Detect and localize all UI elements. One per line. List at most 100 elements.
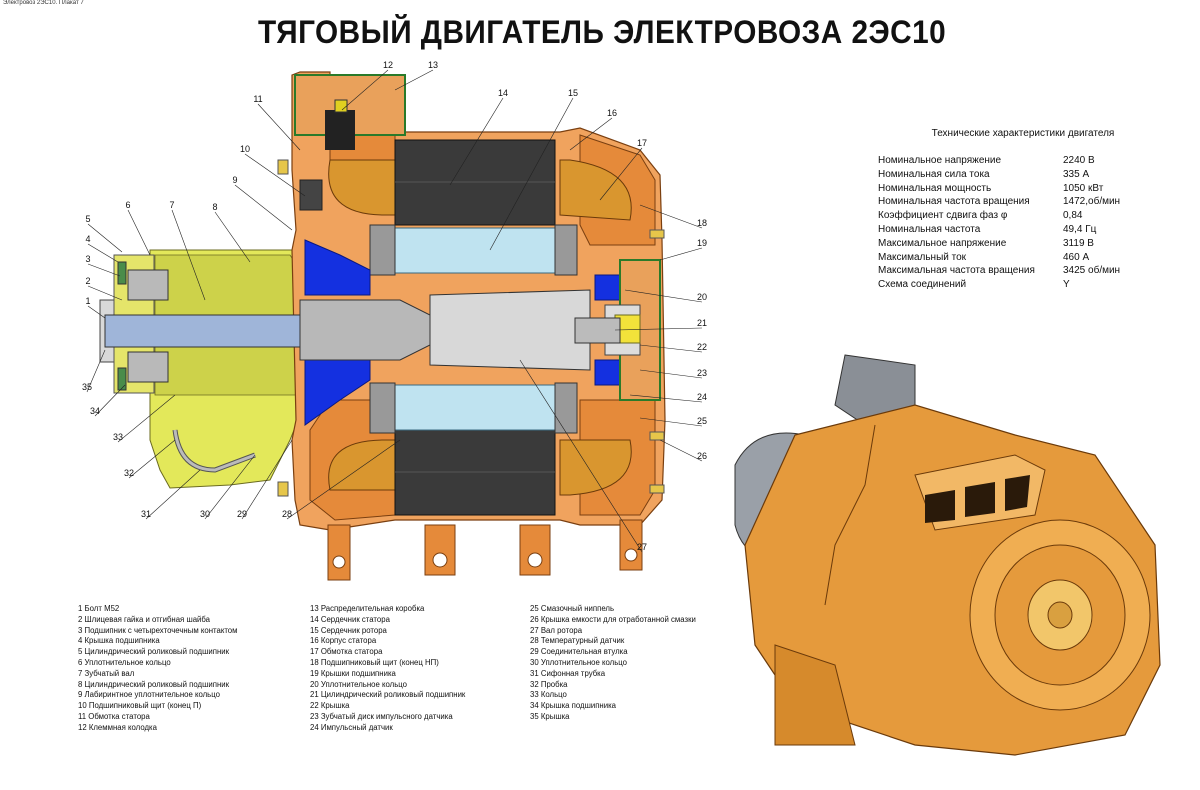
callout-number: 28 — [282, 509, 292, 519]
callout-number: 6 — [125, 200, 130, 210]
motor-3d-render — [734, 354, 1161, 756]
callout-number: 25 — [697, 416, 707, 426]
leader-line — [241, 439, 293, 520]
callout-number: 31 — [141, 509, 151, 519]
legend-item: 2 Шлицевая гайка и отгибная шайба — [78, 614, 211, 624]
leader-line — [171, 209, 206, 301]
housing-bolts — [277, 159, 665, 497]
callout-number: 8 — [212, 202, 217, 212]
legend-item: 20 Уплотнительное кольцо — [310, 679, 408, 689]
page-title: ТЯГОВЫЙ ДВИГАТЕЛЬ ЭЛЕКТРОВОЗА 2ЭС10 — [258, 14, 947, 50]
spec-value: 335 А — [1063, 168, 1090, 180]
legend-item: 13 Распределительная коробка — [310, 604, 425, 613]
leader-line — [659, 439, 703, 462]
callout-number: 24 — [697, 392, 707, 402]
legend-item: 11 Обмотка статора — [78, 711, 150, 721]
callout-number: 30 — [200, 509, 210, 519]
spec-value: 3425 об/мин — [1063, 265, 1121, 277]
legend-item: 1 Болт М52 — [78, 604, 120, 613]
legend-item: 33 Кольцо — [530, 690, 567, 700]
legend-item: 30 Уплотнительное кольцо — [530, 657, 628, 667]
spec-name: Номинальная частота вращения — [878, 196, 1030, 208]
legend-item: 6 Уплотнительное кольцо — [78, 657, 171, 667]
callout-number: 2 — [85, 276, 90, 286]
stator-core — [394, 139, 556, 516]
legend-item: 17 Обмотка статора — [310, 647, 383, 657]
spec-name: Номинальное напряжение — [878, 155, 1002, 166]
leader-line — [145, 469, 201, 520]
poster-corner-label: Электровоз 2ЭС10. Плакат 7 — [3, 0, 84, 6]
legend-item: 18 Подшипниковый щит (конец НП) — [310, 657, 439, 667]
spec-value: 1472,об/мин — [1063, 196, 1121, 208]
callout-number: 33 — [113, 432, 123, 442]
callout-number: 21 — [697, 318, 707, 328]
leader-line — [87, 263, 121, 277]
legend-item: 5 Цилиндрический роликовый подшипник — [78, 647, 230, 657]
spec-value: 1050 кВт — [1063, 182, 1104, 194]
spec-name: Номинальная сила тока — [878, 168, 990, 180]
leader-line — [519, 359, 643, 553]
legend-item: 8 Цилиндрический роликовый подшипник — [78, 679, 230, 689]
leader-line — [234, 184, 293, 231]
spec-value: 2240 В — [1063, 155, 1095, 166]
legend-item: 31 Сифонная трубка — [530, 668, 606, 678]
leader-line — [659, 247, 703, 261]
leader-line — [86, 349, 106, 393]
spec-value: 460 А — [1063, 251, 1090, 263]
legend-item: 21 Цилиндрический роликовый подшипник — [310, 690, 466, 700]
callout-number: 3 — [85, 254, 90, 264]
leader-line — [639, 417, 703, 427]
spec-row: Номинальное напряжение 2240 В — [878, 154, 1178, 168]
leader-line — [286, 439, 401, 520]
legend-item: 34 Крышка подшипника — [530, 701, 617, 711]
legend-item: 26 Крышка емкости для отработанной смазк… — [530, 614, 696, 624]
rotor-shaft — [104, 289, 621, 371]
leader-line — [257, 103, 301, 151]
leader-line — [94, 384, 126, 417]
spec-name: Максимальное напряжение — [878, 237, 1007, 249]
leader-line — [489, 97, 574, 251]
legend-item: 4 Крышка подшипника — [78, 636, 160, 646]
legend-item: 28 Температурный датчик — [530, 636, 625, 646]
leader-line — [341, 69, 389, 111]
leader-line — [639, 344, 703, 353]
legend-item: 32 Пробка — [530, 679, 568, 689]
legend-item: 3 Подшипник с четырехточечным контактом — [78, 625, 238, 635]
leader-line — [128, 439, 176, 479]
callout-number: 34 — [90, 406, 100, 416]
spec-name: Номинальная частота — [878, 223, 981, 235]
spec-row: Номинальная сила тока 335 А — [878, 168, 1178, 182]
spec-name: Максимальный ток — [878, 251, 967, 263]
leader-line — [214, 211, 251, 263]
leader-line — [87, 305, 106, 319]
callout-number: 5 — [85, 214, 90, 224]
callout-number: 18 — [697, 218, 707, 228]
spec-row: Максимальный ток 460 А — [878, 251, 1178, 265]
legend-item: 22 Крышка — [310, 701, 350, 711]
legend-item: 16 Корпус статора — [310, 636, 377, 646]
legend-item: 24 Импульсный датчик — [310, 722, 393, 732]
spec-value: Y — [1063, 279, 1070, 291]
leader-line — [127, 209, 151, 256]
technical-specs-table: Технические характеристики двигателя Ном… — [878, 128, 1178, 292]
legend-item: 23 Зубчатый диск импульсного датчика — [310, 711, 453, 721]
specs-rows: Номинальное напряжение 2240 В Номинальная … — [878, 154, 1178, 292]
leader-line — [87, 285, 123, 301]
legend-item: 35 Крышка — [530, 711, 570, 721]
leader-line — [449, 97, 504, 186]
callout-number: 4 — [85, 234, 90, 244]
callout-number: 15 — [568, 88, 578, 98]
leader-line — [394, 69, 434, 91]
callout-number: 10 — [240, 144, 250, 154]
callout-number: 22 — [697, 342, 707, 352]
legend-item: 9 Лабиринтное уплотнительное кольцо — [78, 690, 220, 700]
spec-name: Коэффициент сдвига фаз φ — [878, 210, 1008, 222]
spec-row: Номинальная частота вращения 1472,об/мин — [878, 195, 1178, 209]
